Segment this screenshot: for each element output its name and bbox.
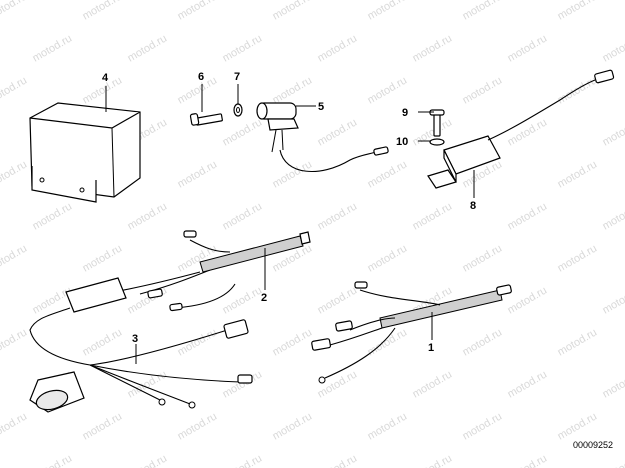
watermark: motod.ru (366, 410, 410, 442)
watermark: motod.ru (506, 32, 550, 64)
callout-10: 10 (396, 136, 408, 148)
callout-7: 7 (234, 71, 240, 83)
watermark: motod.ru (601, 452, 625, 468)
part-10-nut (429, 138, 445, 146)
watermark: motod.ru (461, 74, 505, 106)
watermark: motod.ru (366, 0, 410, 23)
watermark: motod.ru (601, 32, 625, 64)
callout-8: 8 (470, 200, 476, 212)
leader-lines (105, 84, 475, 364)
part-5-relay (256, 102, 389, 173)
watermark: motod.ru (271, 326, 315, 358)
watermark: motod.ru (411, 368, 455, 400)
watermark: motod.ru (31, 452, 75, 468)
watermark: motod.ru (506, 200, 550, 232)
watermark: motod.ru (366, 74, 410, 106)
watermark: motod.ru (461, 242, 505, 274)
watermark: motod.ru (126, 284, 170, 316)
watermark: motod.ru (601, 368, 625, 400)
watermark: motod.ru (31, 200, 75, 232)
watermark: motod.ru (221, 116, 265, 148)
watermark: motod.ru (316, 368, 360, 400)
watermark: motod.ru (556, 158, 600, 190)
watermark: motod.ru (0, 410, 29, 442)
watermark: motod.ru (31, 284, 75, 316)
callouts: 4 5 6 7 9 10 8 2 3 1 (102, 71, 476, 354)
callout-1: 1 (428, 342, 434, 354)
watermark: motod.ru (81, 326, 125, 358)
watermark: motod.ru (221, 368, 265, 400)
watermark: motod.ru (31, 32, 75, 64)
watermark: motod.ru (126, 368, 170, 400)
watermark: motod.ru (411, 452, 455, 468)
watermark: motod.ru (316, 452, 360, 468)
watermark: motod.ru (411, 200, 455, 232)
watermark: motod.ru (461, 410, 505, 442)
watermark: motod.ru (176, 158, 220, 190)
watermark: motod.ru (81, 410, 125, 442)
watermark: motod.ru (601, 284, 625, 316)
watermark: motod.ru (271, 158, 315, 190)
watermark: motod.ru (366, 242, 410, 274)
watermark: motod.ru (316, 284, 360, 316)
watermark: motod.ru (221, 284, 265, 316)
part-1-harness (311, 281, 512, 384)
watermark: motod.ru (81, 0, 125, 23)
watermark: motod.ru (221, 200, 265, 232)
watermark: motod.ru (0, 242, 29, 274)
watermark: motod.ru (506, 368, 550, 400)
part-6-screw (189, 113, 223, 126)
watermark: motod.ru (506, 116, 550, 148)
part-9-screw (429, 109, 445, 137)
watermark: motod.ru (271, 0, 315, 23)
watermark: motod.ru (411, 32, 455, 64)
part-3-harness (29, 307, 253, 413)
watermark: motod.ru (126, 200, 170, 232)
callout-3: 3 (132, 333, 138, 345)
watermark: motod.ru (0, 74, 29, 106)
callout-9: 9 (402, 107, 408, 119)
watermark: motod.ru (271, 410, 315, 442)
part-4-control-unit (29, 102, 141, 203)
callout-2: 2 (261, 292, 267, 304)
callout-5: 5 (318, 101, 324, 113)
watermark: motod.ru (366, 158, 410, 190)
callout-4: 4 (102, 72, 109, 84)
watermark: motod.ru (556, 410, 600, 442)
watermark: motod.ru (81, 242, 125, 274)
watermark: motod.ru (176, 410, 220, 442)
watermark: motod.ru (506, 284, 550, 316)
watermark: motod.ru (461, 326, 505, 358)
watermark: motod.ru (316, 200, 360, 232)
watermark: motod.ru (316, 32, 360, 64)
watermark: motod.ru (0, 158, 29, 190)
watermark: motod.ru (556, 0, 600, 23)
watermark: motod.ru (126, 452, 170, 468)
watermark: motod.ru (0, 326, 29, 358)
watermark: motod.ru (461, 0, 505, 23)
watermark: motod.ru (176, 326, 220, 358)
callout-6: 6 (198, 71, 204, 83)
watermark: motod.ru (0, 0, 29, 23)
part-7-washer (233, 103, 243, 117)
watermark: motod.ru (556, 74, 600, 106)
watermark: motod.ru (556, 326, 600, 358)
watermark: motod.ru (316, 116, 360, 148)
watermark: motod.ru (176, 0, 220, 23)
watermark: motod.ru (126, 32, 170, 64)
watermark: motod.ru (221, 452, 265, 468)
watermark: motod.ru (221, 32, 265, 64)
watermark: motod.ru (271, 74, 315, 106)
part-8-module (427, 69, 615, 189)
watermark: motod.ru (601, 116, 625, 148)
part-2-harness (65, 230, 311, 313)
watermark: motod.ru (556, 242, 600, 274)
watermark: motod.ru (601, 200, 625, 232)
document-id: 00009252 (573, 440, 613, 450)
watermark: motod.ru (506, 452, 550, 468)
